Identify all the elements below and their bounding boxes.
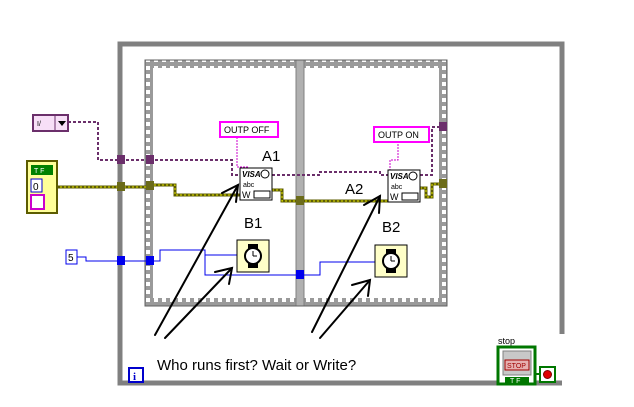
info-icon[interactable]: i [128, 367, 144, 383]
label-b1: B1 [244, 215, 262, 232]
ring-constant[interactable]: I/ [32, 114, 69, 132]
svg-text:W: W [242, 190, 251, 200]
svg-text:I/: I/ [37, 121, 41, 128]
while-loop-frame[interactable] [117, 41, 565, 386]
svg-text:T F: T F [510, 378, 520, 385]
string-constant-outp-off[interactable]: OUTP OFF [219, 121, 279, 138]
annotation-arrows [154, 183, 382, 339]
error-cluster-constant[interactable]: T F 0 [26, 160, 58, 214]
wait-node-b1[interactable] [236, 239, 270, 273]
svg-text:T F: T F [34, 168, 44, 175]
loop-tunnels[interactable] [117, 122, 447, 279]
stop-condition-terminal[interactable] [539, 366, 556, 383]
svg-text:STOP: STOP [507, 363, 526, 370]
annotation-text: Who runs first? Wait or Write? [157, 357, 356, 374]
wait-node-b2[interactable] [374, 244, 408, 278]
svg-text:W: W [390, 192, 399, 202]
svg-text:VISA: VISA [242, 170, 261, 179]
label-a1: A1 [262, 148, 280, 165]
stop-button[interactable]: STOP T F [496, 345, 537, 386]
string-wire[interactable] [236, 137, 399, 170]
visa-write-node-a1[interactable]: VISA abc W [239, 167, 273, 201]
visa-write-node-a2[interactable]: VISA abc W [387, 169, 421, 203]
svg-text:5: 5 [68, 253, 74, 264]
numeric-constant-5[interactable]: 5 [65, 249, 78, 265]
svg-text:0: 0 [33, 182, 39, 193]
stop-label: stop [498, 336, 515, 346]
svg-text:VISA: VISA [390, 172, 409, 181]
label-a2: A2 [345, 181, 363, 198]
string-constant-outp-on[interactable]: OUTP ON [373, 126, 430, 143]
label-b2: B2 [382, 219, 400, 236]
svg-text:i: i [133, 371, 136, 383]
visa-wire[interactable] [68, 121, 442, 176]
svg-text:abc: abc [243, 182, 255, 189]
svg-text:OUTP OFF: OUTP OFF [224, 125, 270, 135]
svg-text:abc: abc [391, 184, 403, 191]
svg-text:OUTP ON: OUTP ON [378, 130, 419, 140]
